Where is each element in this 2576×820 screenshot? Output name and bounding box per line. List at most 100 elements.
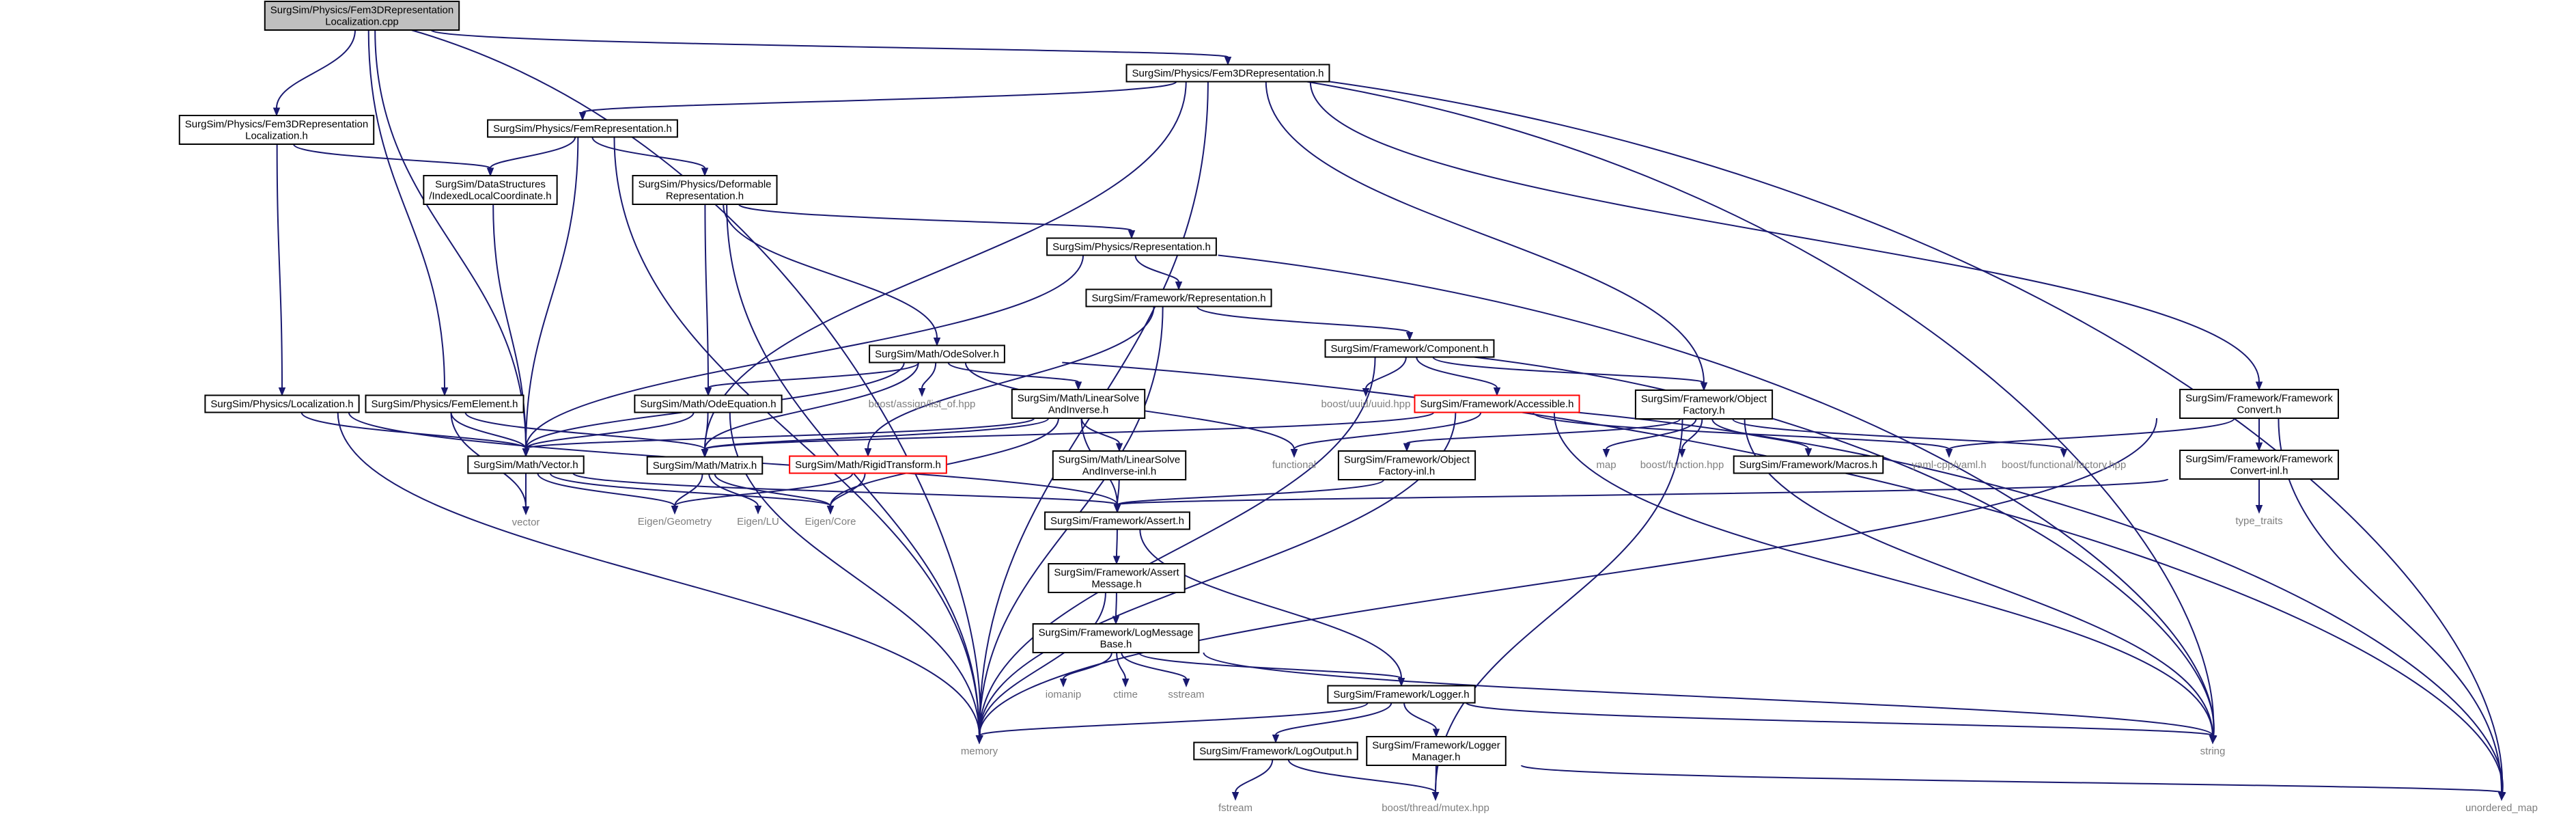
node-label-line: map bbox=[1596, 459, 1616, 471]
node-s-yaml: yaml-cpp/yaml.h bbox=[1912, 459, 1986, 471]
node-s-string: string bbox=[2200, 746, 2226, 757]
edge-logger-to-logoutput bbox=[1275, 702, 1392, 736]
node-box bbox=[634, 394, 783, 413]
edge-arrowhead bbox=[272, 107, 281, 117]
node-label-line: SurgSim/Framework/Representation.h bbox=[1091, 292, 1265, 304]
node-label-line: Eigen/Core bbox=[804, 516, 856, 528]
node-vector[interactable]: SurgSim/Math/Vector.h bbox=[467, 455, 585, 474]
node-box bbox=[1011, 389, 1146, 419]
node-macros[interactable]: SurgSim/Framework/Macros.h bbox=[1733, 455, 1884, 474]
node-s-bfactory: boost/functional/factory.hpp bbox=[2002, 459, 2126, 471]
edge-linsolve-to-vector bbox=[525, 418, 1035, 450]
node-femelement[interactable]: SurgSim/Physics/FemElement.h bbox=[365, 394, 524, 413]
node-root[interactable]: SurgSim/Physics/Fem3DRepresentationLocal… bbox=[264, 1, 460, 31]
edge-component-to-s-memory bbox=[979, 357, 1376, 736]
node-odesolver[interactable]: SurgSim/Math/OdeSolver.h bbox=[869, 344, 1005, 364]
node-label-line: SurgSim/Framework/Logger.h bbox=[1333, 689, 1469, 700]
node-box bbox=[2179, 450, 2339, 480]
node-accessible[interactable]: SurgSim/Framework/Accessible.h bbox=[1414, 394, 1580, 413]
edge-arrowhead bbox=[2497, 792, 2506, 801]
node-s-uuid: boost/uuid/uuid.hpp bbox=[1321, 398, 1411, 410]
node-label-line: SurgSim/Physics/FemElement.h bbox=[371, 398, 518, 410]
node-assert[interactable]: SurgSim/Framework/Assert.h bbox=[1044, 511, 1190, 530]
edge-matrix-to-s-eigencore bbox=[714, 474, 831, 507]
node-localization[interactable]: SurgSim/Physics/Localization.h bbox=[204, 394, 360, 413]
node-box bbox=[365, 394, 524, 413]
edge-component-to-s-uuid bbox=[1365, 357, 1407, 389]
edge-arrowhead bbox=[278, 387, 286, 396]
node-label-line: functional bbox=[1272, 459, 1316, 471]
edge-arrowhead bbox=[1945, 449, 1953, 458]
edge-rigidtransform-to-s-eigencore bbox=[830, 473, 866, 506]
edge-arrowhead bbox=[701, 449, 709, 458]
node-box bbox=[1634, 390, 1774, 420]
edge-arrowhead bbox=[2209, 735, 2217, 744]
edge-accessible-to-s-yaml bbox=[1532, 411, 1950, 450]
edge-component-to-objfactory bbox=[1432, 356, 1705, 383]
edge-arrowhead bbox=[933, 338, 941, 346]
node-rigidtransform[interactable]: SurgSim/Math/RigidTransform.h bbox=[789, 455, 947, 474]
edge-component-to-s-string bbox=[1473, 356, 2215, 736]
node-label-line: SurgSim/Framework/Logger bbox=[1372, 740, 1500, 752]
edge-logmsgbase-to-s-iomanip bbox=[1063, 652, 1112, 679]
node-odeeq[interactable]: SurgSim/Math/OdeEquation.h bbox=[634, 394, 783, 413]
edge-arrowhead bbox=[440, 387, 449, 396]
node-s-sstream: sstream bbox=[1168, 689, 1204, 700]
node-fem3drep[interactable]: SurgSim/Physics/Fem3DRepresentation.h bbox=[1125, 64, 1330, 83]
node-s-mutex: boost/thread/mutex.hpp bbox=[1382, 802, 1489, 814]
edge-arrowhead bbox=[2060, 449, 2068, 458]
node-femrep[interactable]: SurgSim/Physics/FemRepresentation.h bbox=[487, 119, 678, 138]
edge-idxlocal-to-vector bbox=[492, 204, 527, 449]
node-label-line: SurgSim/Framework/Assert.h bbox=[1050, 515, 1184, 527]
node-s-memory: memory bbox=[961, 746, 998, 757]
edge-logmsgbase-to-s-sstream bbox=[1121, 652, 1187, 680]
node-label-line: SurgSim/Physics/Localization.h bbox=[210, 398, 353, 410]
edge-logmsgbase-to-s-string bbox=[1203, 652, 2213, 736]
node-box bbox=[1048, 563, 1186, 593]
edge-assert-to-logger bbox=[1139, 529, 1402, 679]
node-label-line: vector bbox=[512, 517, 540, 528]
node-box bbox=[1052, 450, 1187, 480]
edge-loggermgr-to-s-unordered bbox=[1520, 765, 2502, 793]
node-s-eigencore: Eigen/Core bbox=[804, 516, 856, 528]
node-label-line: Message.h bbox=[1091, 579, 1141, 590]
edge-root-to-vector bbox=[374, 29, 527, 449]
edge-assertmsg-to-logmsgbase bbox=[1115, 592, 1117, 617]
edge-root-to-femelement bbox=[367, 29, 445, 388]
node-label-line: boost/uuid/uuid.hpp bbox=[1321, 398, 1411, 410]
node-fem3dloc[interactable]: SurgSim/Physics/Fem3DRepresentationLocal… bbox=[178, 115, 375, 145]
node-box bbox=[467, 455, 585, 474]
node-box bbox=[264, 1, 460, 31]
node-label-line: SurgSim/Physics/Fem3DRepresentation.h bbox=[1132, 68, 1324, 79]
node-label-line: SurgSim/Math/RigidTransform.h bbox=[795, 459, 941, 471]
node-fwrep[interactable]: SurgSim/Framework/Representation.h bbox=[1085, 288, 1272, 308]
node-idxlocal[interactable]: SurgSim/DataStructures/IndexedLocalCoord… bbox=[423, 175, 558, 205]
edge-femelement-to-vector bbox=[450, 412, 527, 449]
edge-arrowhead bbox=[1128, 230, 1136, 239]
edge-objfactory-to-s-bfunction bbox=[1681, 418, 1703, 450]
node-logger[interactable]: SurgSim/Framework/Logger.h bbox=[1327, 685, 1476, 704]
node-logoutput[interactable]: SurgSim/Framework/LogOutput.h bbox=[1193, 741, 1358, 761]
edge-root-to-fem3drep bbox=[430, 29, 1229, 58]
node-physrep[interactable]: SurgSim/Physics/Representation.h bbox=[1046, 237, 1217, 256]
edge-arrowhead bbox=[486, 167, 494, 177]
edge-femrep-to-s-memory bbox=[613, 137, 980, 736]
edge-fwconvert-to-s-memory bbox=[979, 418, 2158, 736]
edge-fem3drep-to-matrix bbox=[704, 81, 1187, 450]
node-matrix[interactable]: SurgSim/Math/Matrix.h bbox=[646, 456, 764, 475]
node-box bbox=[789, 455, 947, 474]
node-box bbox=[487, 119, 678, 138]
node-deformrep[interactable]: SurgSim/Physics/DeformableRepresentation… bbox=[632, 175, 778, 205]
node-component[interactable]: SurgSim/Framework/Component.h bbox=[1324, 339, 1495, 358]
edge-arrowhead bbox=[918, 388, 926, 397]
